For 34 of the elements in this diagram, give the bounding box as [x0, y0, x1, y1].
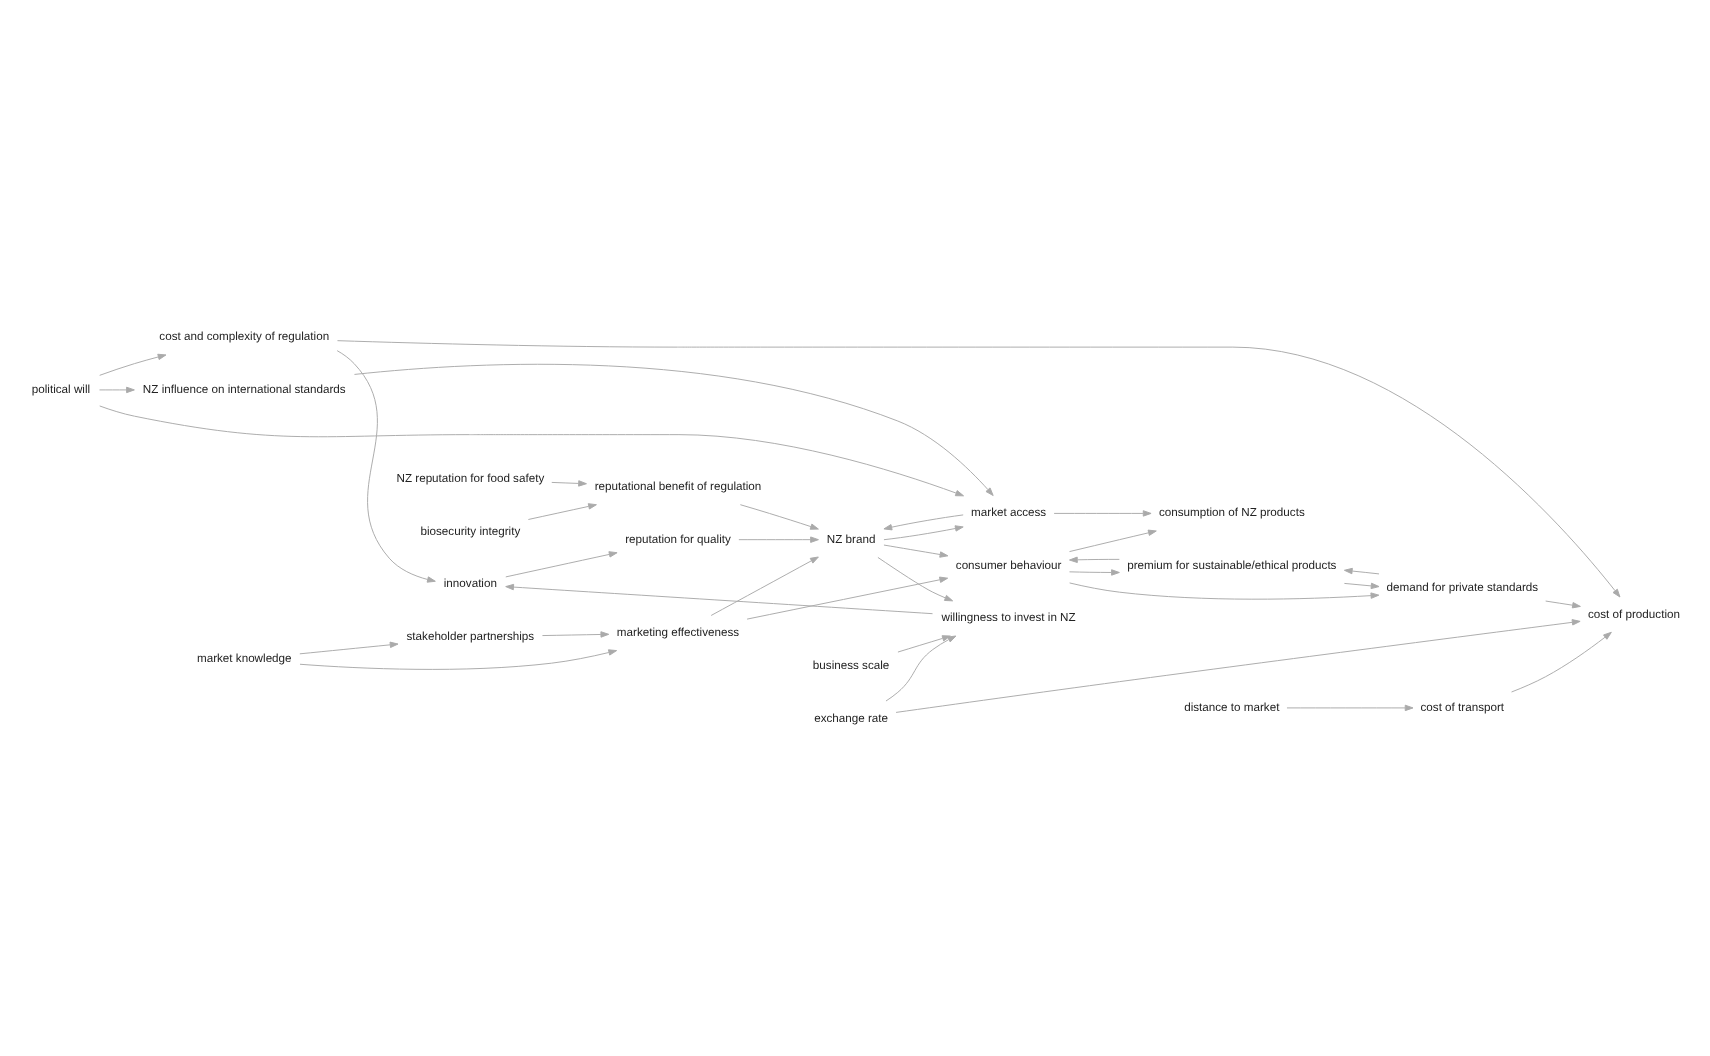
arrow [738, 536, 819, 543]
arrow [1286, 704, 1414, 712]
arrow [1545, 600, 1581, 609]
arrow [895, 619, 1581, 713]
arrow [1511, 631, 1612, 693]
arrow [1069, 556, 1120, 564]
arrow [299, 641, 399, 655]
arrow [883, 514, 964, 531]
arrow [1053, 510, 1152, 517]
arrow [883, 525, 964, 541]
arrow [746, 576, 949, 620]
arrow [1343, 582, 1380, 590]
arrow [527, 503, 597, 520]
arrow [1069, 529, 1157, 553]
arrow [1069, 569, 1120, 576]
arrow [710, 556, 819, 616]
arrow [353, 363, 994, 497]
arrow [99, 386, 135, 394]
arrow [883, 544, 949, 558]
arrow [739, 504, 819, 530]
arrow [505, 583, 933, 615]
arrow [299, 649, 618, 670]
arrow [541, 631, 610, 638]
arrow [1343, 567, 1380, 575]
arrow [877, 556, 954, 602]
arrow [897, 635, 951, 653]
arrow [99, 405, 965, 497]
arrow [1069, 582, 1380, 600]
arrow [99, 353, 167, 376]
arrow [551, 480, 587, 487]
arrow [885, 635, 957, 702]
arrow [336, 350, 436, 583]
arrow [337, 340, 1621, 598]
arrow [505, 551, 618, 578]
